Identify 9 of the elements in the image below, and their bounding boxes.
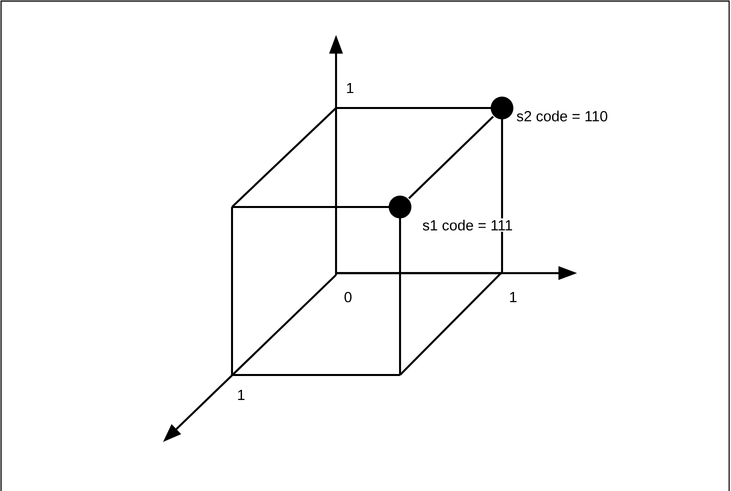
axis-label: 1 (238, 390, 244, 400)
axis-label: 1 (510, 292, 516, 302)
axis-label: 1 (347, 82, 354, 94)
dot (490, 96, 514, 120)
axis-label: 0 (344, 292, 352, 302)
node-label: s1 code = 111 (421, 218, 514, 232)
node-label: s2 code = 110 (515, 109, 610, 123)
cube-edge (408, 116, 494, 200)
dot (388, 196, 412, 218)
